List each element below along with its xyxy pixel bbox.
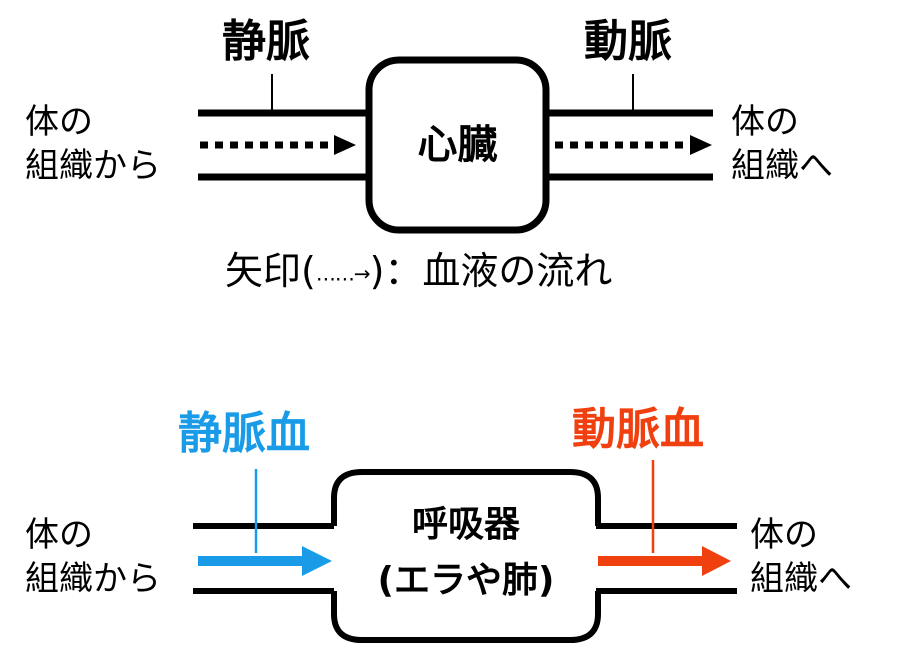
bottom-right-target-line1: 体の xyxy=(750,515,818,555)
bottom-left-source-line1: 体の xyxy=(25,515,93,555)
legend-prefix: 矢印( xyxy=(225,249,316,293)
legend-suffix: )：血液の流れ xyxy=(369,249,613,293)
bottom-right-target-label: 体の 組織へ xyxy=(750,513,852,601)
venous-blood-arrow-head xyxy=(302,546,332,576)
venous-blood-label: 静脈血 xyxy=(178,408,310,459)
top-right-target-label: 体の 組織へ xyxy=(731,100,833,188)
respiratory-organ-label: 呼吸器 (エラや肺) xyxy=(334,497,598,609)
arterial-blood-arrow-head xyxy=(702,546,731,576)
top-left-source-label: 体の 組織から xyxy=(25,100,161,188)
heart-box xyxy=(365,56,550,234)
bottom-diagram xyxy=(193,460,737,643)
bottom-right-target-line2: 組織へ xyxy=(750,559,852,599)
vein-label: 静脈 xyxy=(222,16,310,67)
legend-dotted-arrow-icon: ……→ xyxy=(315,261,371,286)
bottom-left-source-line2: 組織から xyxy=(25,559,161,599)
top-left-source-line1: 体の xyxy=(25,102,93,142)
venous-blood-arrow-shaft xyxy=(198,556,303,566)
top-right-target-line1: 体の xyxy=(731,102,799,142)
bottom-left-source-label: 体の 組織から xyxy=(25,513,161,601)
respiratory-organ-label-line2: (エラや肺) xyxy=(377,560,555,601)
top-right-target-line2: 組織へ xyxy=(731,146,833,186)
arterial-blood-label: 動脈血 xyxy=(572,404,704,455)
top-left-flow-arrow-head xyxy=(334,135,356,155)
arterial-blood-arrow-shaft xyxy=(598,556,703,566)
respiratory-organ-box xyxy=(331,469,601,643)
top-diagram xyxy=(198,56,713,234)
top-right-flow-arrow-head xyxy=(690,135,712,155)
artery-label: 動脈 xyxy=(584,16,672,67)
respiratory-organ-label-line1: 呼吸器 xyxy=(411,504,520,545)
heart-label: 心臓 xyxy=(417,122,498,168)
legend: 矢印(……→)：血液の流れ xyxy=(225,252,612,290)
top-left-source-line2: 組織から xyxy=(25,146,161,186)
